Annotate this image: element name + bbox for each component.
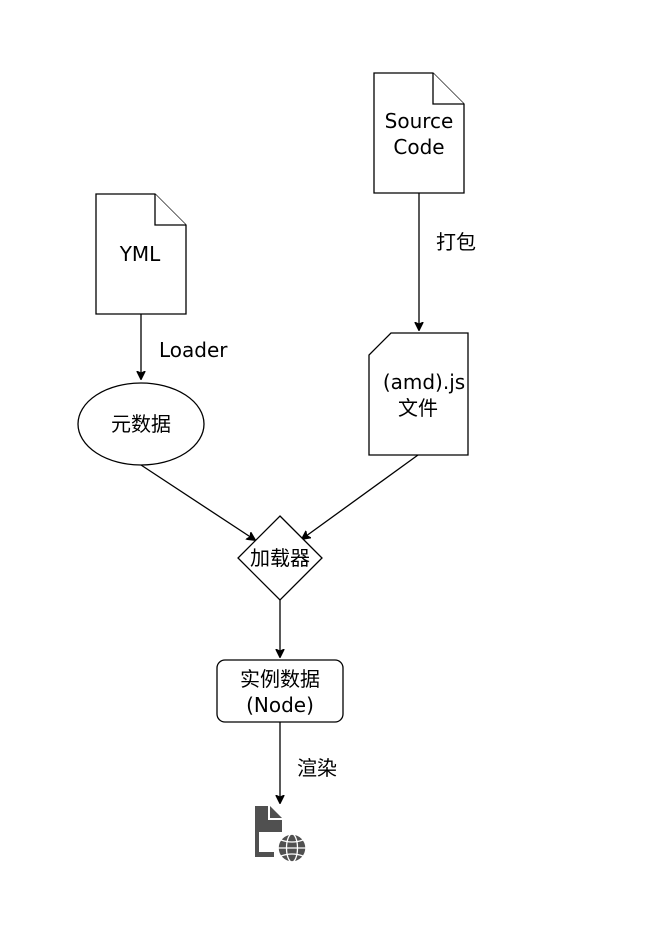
edge-metadata-to-loader — [140, 464, 255, 540]
amdjs-file-node[interactable]: (amd).js 文件 — [368, 332, 469, 456]
yml-label: YML — [119, 242, 161, 266]
source-code-node[interactable]: Source Code — [373, 72, 465, 194]
edge-label-render: 渲染 — [297, 756, 337, 780]
metadata-node[interactable]: 元数据 — [77, 382, 205, 466]
amdjs-label-line1: (amd).js — [383, 370, 465, 394]
yml-node[interactable]: YML — [95, 193, 187, 315]
instance-node[interactable]: 实例数据 (Node) — [216, 659, 344, 723]
instance-label-line1: 实例数据 — [240, 667, 320, 691]
source-code-label-line2: Code — [393, 135, 444, 159]
source-code-label-line1: Source — [385, 109, 454, 133]
edge-label-loader: Loader — [159, 338, 228, 362]
loader-node[interactable]: 加载器 — [237, 515, 323, 601]
instance-label-line2: (Node) — [246, 693, 314, 717]
loader-label: 加载器 — [250, 546, 310, 570]
edge-label-bundle: 打包 — [436, 230, 476, 254]
web-page-globe-icon[interactable] — [255, 806, 307, 863]
edge-amdjs-to-loader — [302, 454, 419, 539]
metadata-label: 元数据 — [111, 412, 171, 436]
amdjs-label-line2: 文件 — [398, 396, 438, 420]
